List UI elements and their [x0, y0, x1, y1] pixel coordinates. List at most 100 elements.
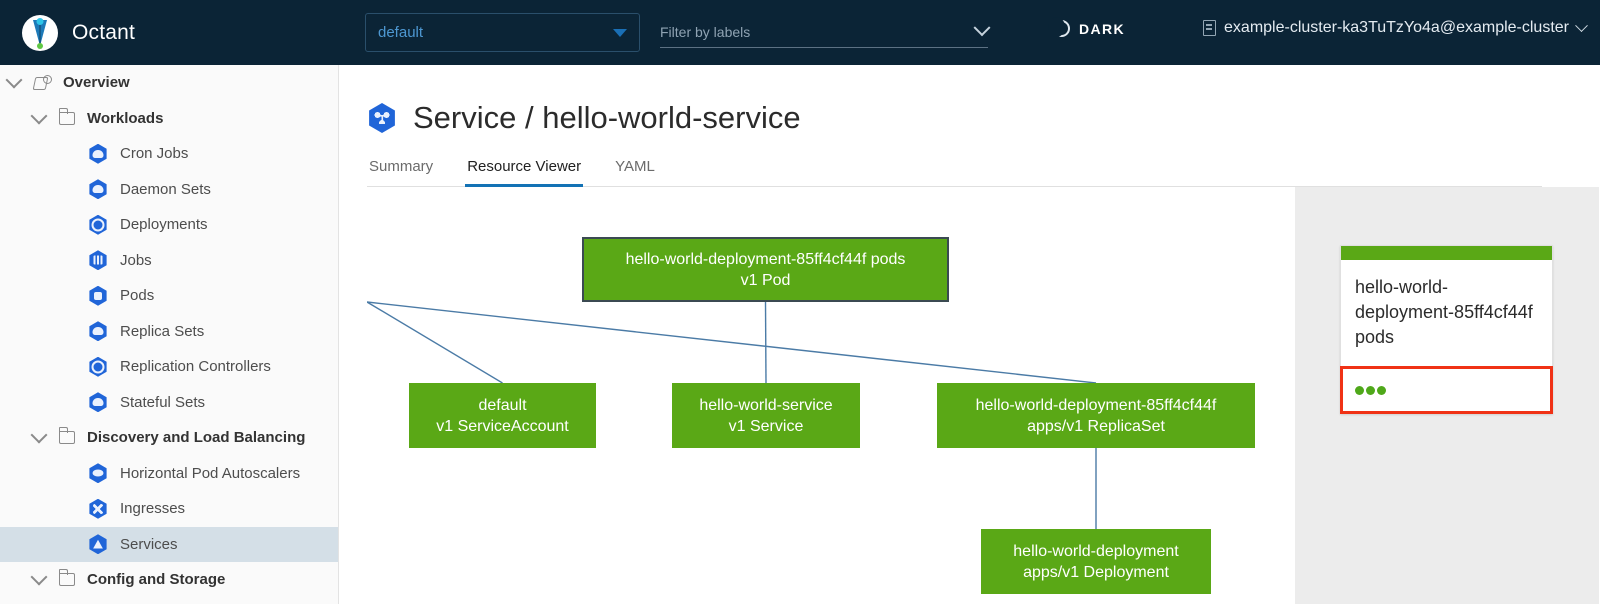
- graph-node-title: hello-world-service: [699, 396, 833, 414]
- label-filter-placeholder: Filter by labels: [660, 23, 751, 40]
- page-title: Service / hello-world-service: [367, 100, 1600, 136]
- chevron-down-icon[interactable]: [30, 107, 48, 125]
- sidebar-item-label: Deployments: [120, 216, 208, 234]
- sidebar-item-label: Pods: [120, 287, 155, 305]
- sidebar-item-label: Horizontal Pod Autoscalers: [120, 464, 301, 482]
- main-content: Service / hello-world-service Summary Res…: [340, 65, 1600, 604]
- sidebar-item-overview[interactable]: Overview: [0, 65, 338, 101]
- sidebar-item-label: Workloads: [87, 109, 164, 127]
- tab-yaml[interactable]: YAML: [615, 158, 655, 175]
- namespace-value: default: [378, 24, 424, 41]
- brand[interactable]: Octant: [0, 14, 340, 51]
- sidebar-item-label: Config and Storage: [87, 571, 226, 589]
- graph-node-subtitle: v1 Pod: [740, 271, 791, 289]
- tab-summary[interactable]: Summary: [369, 158, 434, 175]
- k8s-daemonset-icon: [89, 179, 107, 200]
- k8s-cronjob-icon: [89, 143, 107, 164]
- k8s-replicaset-icon: [89, 321, 107, 342]
- detail-card-accent-bar: [1341, 246, 1552, 260]
- detail-card-status-row[interactable]: [1340, 366, 1553, 414]
- sidebar-item-daemon-sets[interactable]: Daemon Sets: [0, 172, 338, 208]
- overview-icon: [34, 75, 52, 90]
- graph-node-pod[interactable]: hello-world-deployment-85ff4cf44f pods v1…: [582, 237, 949, 302]
- tab-resource-viewer[interactable]: Resource Viewer: [465, 158, 584, 187]
- chevron-down-icon: [613, 28, 627, 37]
- k8s-replicationcontroller-icon: [89, 356, 107, 377]
- graph-node-sa[interactable]: default v1 ServiceAccount: [409, 383, 596, 448]
- sidebar-item-label: Daemon Sets: [120, 180, 211, 198]
- chevron-down-icon[interactable]: [30, 426, 48, 444]
- theme-toggle[interactable]: DARK: [1048, 17, 1126, 37]
- label-filter-input[interactable]: Filter by labels: [660, 16, 991, 48]
- sidebar-item-cron-jobs[interactable]: Cron Jobs: [0, 136, 338, 172]
- detail-panel: hello-world-deployment-85ff4cf44f pods: [1295, 187, 1599, 604]
- detail-card[interactable]: hello-world-deployment-85ff4cf44f pods: [1340, 245, 1553, 414]
- status-dot[interactable]: [1377, 385, 1386, 395]
- sidebar-item-label: Discovery and Load Balancing: [87, 429, 306, 447]
- graph-node-subtitle: apps/v1 ReplicaSet: [1027, 417, 1165, 435]
- octant-logo-icon: [22, 14, 58, 51]
- folder-icon: [58, 569, 75, 587]
- graph-node-subtitle: v1 ServiceAccount: [436, 417, 569, 435]
- cluster-selector[interactable]: example-cluster-ka3TuTzYo4a@example-clus…: [1203, 18, 1588, 37]
- sidebar-item-label: Jobs: [120, 251, 152, 269]
- sidebar-item-replica-sets[interactable]: Replica Sets: [0, 314, 338, 350]
- chevron-down-icon[interactable]: [5, 71, 23, 89]
- app-header: Octant default Filter by labels DARK exa…: [0, 0, 1600, 65]
- graph-node-title: default: [478, 396, 527, 414]
- graph-node-subtitle: v1 Service: [728, 417, 804, 435]
- graph-node-deployment[interactable]: hello-world-deployment apps/v1 Deployment: [981, 529, 1211, 594]
- sidebar-item-label: Overview: [63, 74, 130, 92]
- sidebar-item-label: Ingresses: [120, 500, 186, 518]
- status-dot[interactable]: [1366, 385, 1375, 395]
- k8s-hpa-icon: [89, 463, 107, 484]
- k8s-job-icon: [89, 250, 107, 271]
- status-dot[interactable]: [1355, 385, 1364, 395]
- sidebar-item-horizontal-pod-autoscalers[interactable]: Horizontal Pod Autoscalers: [0, 456, 338, 492]
- sidebar-item-workloads[interactable]: Workloads: [0, 101, 338, 137]
- chevron-down-icon[interactable]: [30, 568, 48, 586]
- sidebar-item-services[interactable]: Services: [0, 526, 338, 562]
- sidebar-item-discovery-and-load-balancing[interactable]: Discovery and Load Balancing: [0, 420, 338, 456]
- graph-node-service[interactable]: hello-world-service v1 Service: [672, 383, 860, 448]
- graph-node-replicaset[interactable]: hello-world-deployment-85ff4cf44f apps/v1…: [937, 383, 1255, 448]
- graph-node-title: hello-world-deployment-85ff4cf44f: [975, 396, 1217, 414]
- k8s-ingress-icon: [89, 498, 107, 519]
- moon-icon: [1048, 17, 1070, 37]
- folder-icon: [58, 107, 75, 125]
- cluster-icon: [1203, 20, 1217, 36]
- sidebar-item-replication-controllers[interactable]: Replication Controllers: [0, 349, 338, 385]
- resource-graph-canvas[interactable]: hello-world-deployment-85ff4cf44f pods v1…: [367, 187, 1295, 604]
- folder-icon: [58, 427, 75, 445]
- sidebar-item-jobs[interactable]: Jobs: [0, 243, 338, 279]
- sidebar-item-config-and-storage[interactable]: Config and Storage: [0, 562, 338, 598]
- sidebar-item-pods[interactable]: Pods: [0, 278, 338, 314]
- graph-node-title: hello-world-deployment: [1013, 542, 1179, 560]
- cluster-name: example-cluster-ka3TuTzYo4a@example-clus…: [1224, 19, 1569, 36]
- theme-toggle-label: DARK: [1079, 20, 1126, 37]
- sidebar-item-label: Cron Jobs: [120, 145, 189, 163]
- graph-node-title: hello-world-deployment-85ff4cf44f pods: [625, 250, 906, 268]
- detail-card-title: hello-world-deployment-85ff4cf44f pods: [1355, 277, 1533, 347]
- k8s-service-icon: [369, 103, 395, 133]
- k8s-deployment-icon: [89, 214, 107, 235]
- sidebar-item-label: Stateful Sets: [120, 393, 206, 411]
- chevron-down-icon: [1575, 18, 1588, 32]
- sidebar-item-label: Replica Sets: [120, 322, 205, 340]
- resource-viewer: hello-world-deployment-85ff4cf44f pods v1…: [367, 187, 1599, 604]
- k8s-service-icon: [89, 534, 107, 555]
- brand-name: Octant: [72, 20, 136, 44]
- sidebar-item-deployments[interactable]: Deployments: [0, 207, 338, 243]
- k8s-statefulset-icon: [89, 392, 107, 413]
- sidebar-item-ingresses[interactable]: Ingresses: [0, 491, 338, 527]
- namespace-select[interactable]: default: [365, 13, 640, 52]
- sidebar-item-stateful-sets[interactable]: Stateful Sets: [0, 385, 338, 421]
- tab-bar: Summary Resource Viewer YAML: [367, 158, 1542, 187]
- graph-edges: [367, 301, 1097, 529]
- k8s-pod-icon: [89, 285, 107, 306]
- sidebar-item-label: Services: [120, 535, 178, 553]
- graph-node-subtitle: apps/v1 Deployment: [1023, 563, 1169, 581]
- chevron-down-icon: [973, 18, 991, 36]
